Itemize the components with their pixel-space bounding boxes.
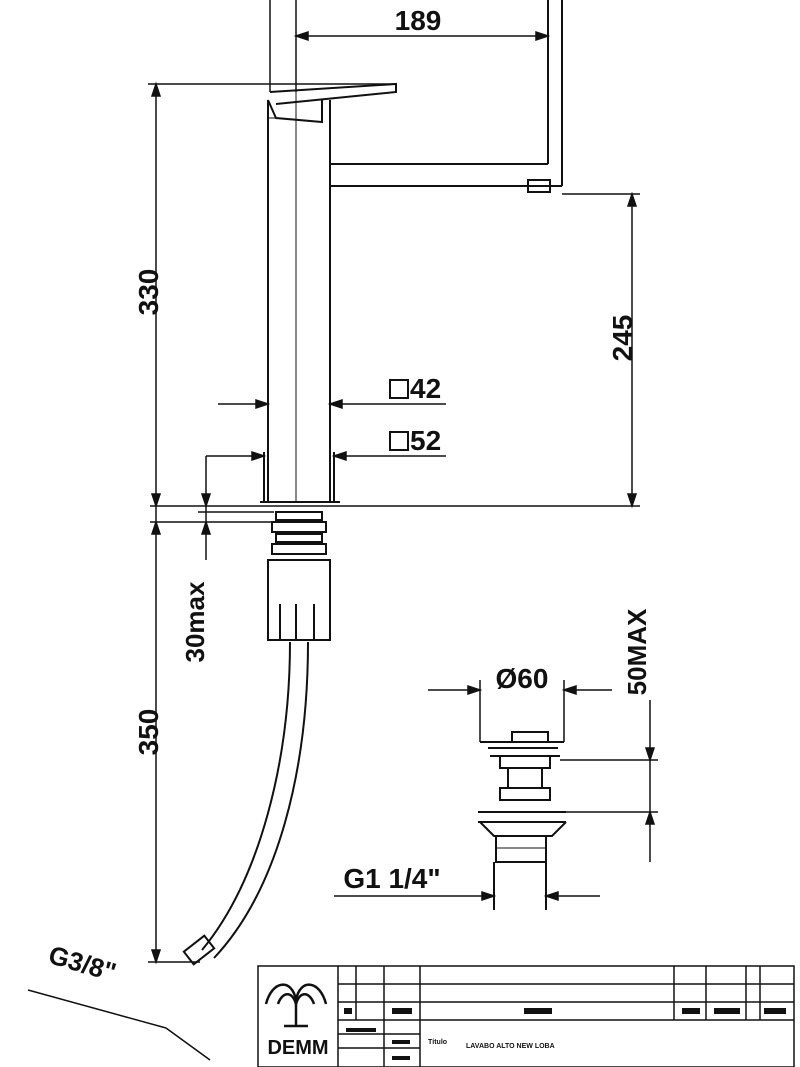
demm-logo-symbol <box>264 983 328 1028</box>
dim-body-square-lower: 52 <box>389 425 441 456</box>
dim-spout-reach: 189 <box>395 5 442 36</box>
dim-body-square-lower-value: 52 <box>410 425 441 456</box>
dim-spout-height: 245 <box>607 315 638 362</box>
dimension-lines <box>27 30 658 1061</box>
dim-waste-diameter: Ø60 <box>496 663 549 694</box>
dim-hose-length: 350 <box>133 709 164 756</box>
title-block-marks <box>344 1008 786 1060</box>
title-value: LAVABO ALTO NEW LOBA <box>466 1043 555 1050</box>
faucet-body <box>260 0 563 503</box>
demm-logo: DEMM <box>264 983 329 1059</box>
dim-body-square-upper-value: 42 <box>410 373 441 404</box>
fixing-nut <box>267 511 331 641</box>
dim-body-square-upper: 42 <box>389 373 441 404</box>
dim-waste-thread: G1 1/4" <box>343 863 440 894</box>
counter-deck <box>150 505 640 523</box>
demm-logo-text: DEMM <box>267 1037 328 1059</box>
dim-hose-thread: G3/8" <box>45 939 119 987</box>
dim-deck-thickness: 30max <box>180 581 210 662</box>
title-label: Título <box>428 1039 447 1046</box>
dim-waste-max: 50MAX <box>622 608 652 695</box>
waste-drain <box>478 731 567 910</box>
dim-overall-height: 330 <box>133 269 164 316</box>
title-block <box>257 965 795 1067</box>
reach-extension-lines <box>269 0 297 92</box>
flexible-hose <box>182 641 309 966</box>
